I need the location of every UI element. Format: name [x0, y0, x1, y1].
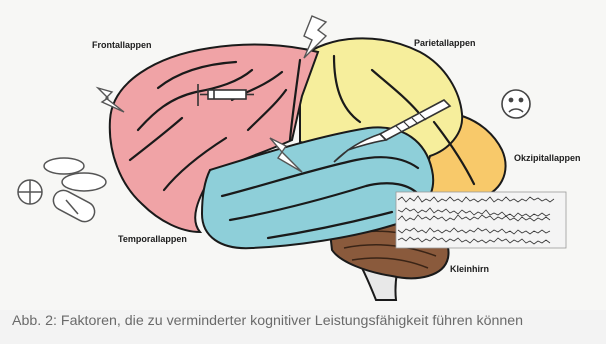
brain-illustration: Frontallappen Parietallappen Okzipitalla…	[0, 0, 606, 310]
frontal-lobe-label: Frontallappen	[92, 40, 152, 50]
pills-icon	[18, 158, 106, 225]
parietal-lobe-label: Parietallappen	[414, 38, 476, 48]
occipital-lobe-label: Okzipitallappen	[514, 153, 581, 163]
sad-face-icon	[502, 90, 530, 118]
temporal-lobe-label: Temporallappen	[118, 234, 187, 244]
figure-caption: Abb. 2: Faktoren, die zu verminderter ko…	[12, 313, 602, 329]
cerebellum-label: Kleinhirn	[450, 264, 489, 274]
eeg-trace-icon	[396, 192, 566, 248]
